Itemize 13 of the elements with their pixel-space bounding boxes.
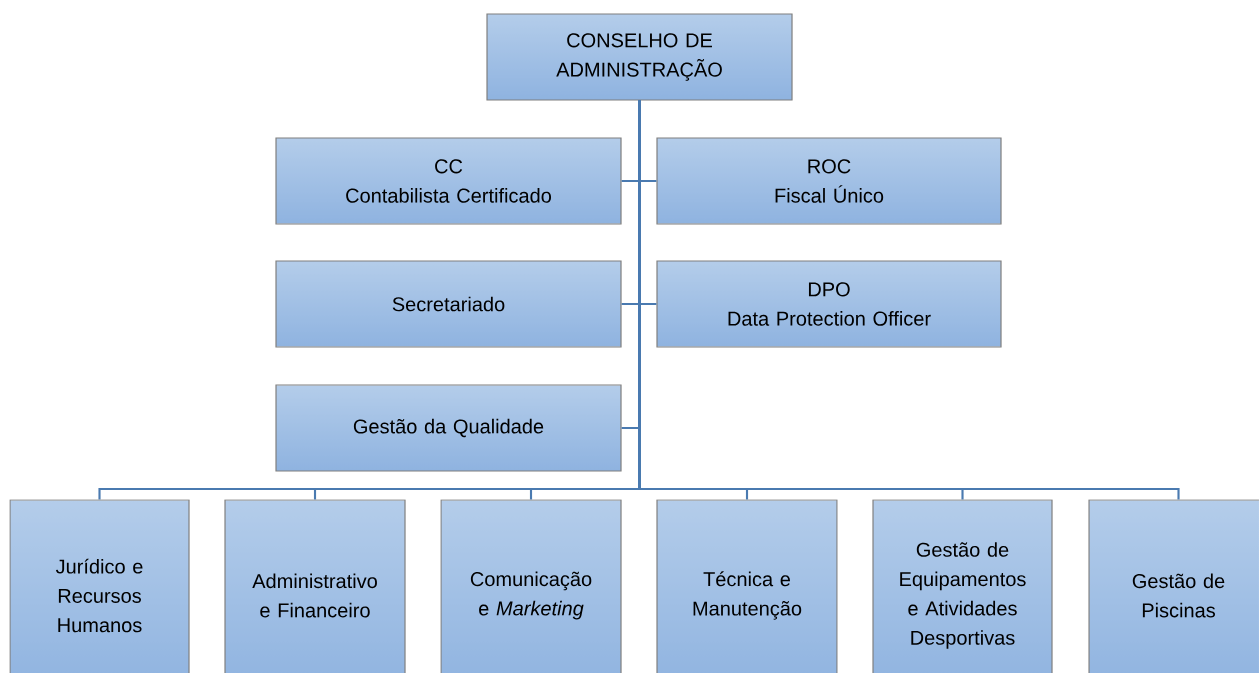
org-box: CC Contabilista Certificado xyxy=(275,137,622,225)
department-box: Gestão de Piscinas xyxy=(1088,499,1259,673)
department-box: Administrativo e Financeiro xyxy=(224,499,406,673)
department-box: Gestão de Equipamentos e Atividades Desportivas xyxy=(872,499,1053,673)
department-box: Técnica e Manutenção xyxy=(656,499,838,673)
department-box: Jurídico e Recursos Humanos xyxy=(9,499,190,673)
org-box: DPO Data Protection Officer xyxy=(656,260,1002,348)
department-box: Comunicação e Marketing xyxy=(440,499,622,673)
org-box: Secretariado xyxy=(275,260,622,348)
org-box: ROC Fiscal Único xyxy=(656,137,1002,225)
org-box: CONSELHO DE ADMINISTRAÇÃO xyxy=(486,13,793,101)
connector-line xyxy=(638,100,1180,500)
org-box: Gestão da Qualidade xyxy=(275,384,622,472)
